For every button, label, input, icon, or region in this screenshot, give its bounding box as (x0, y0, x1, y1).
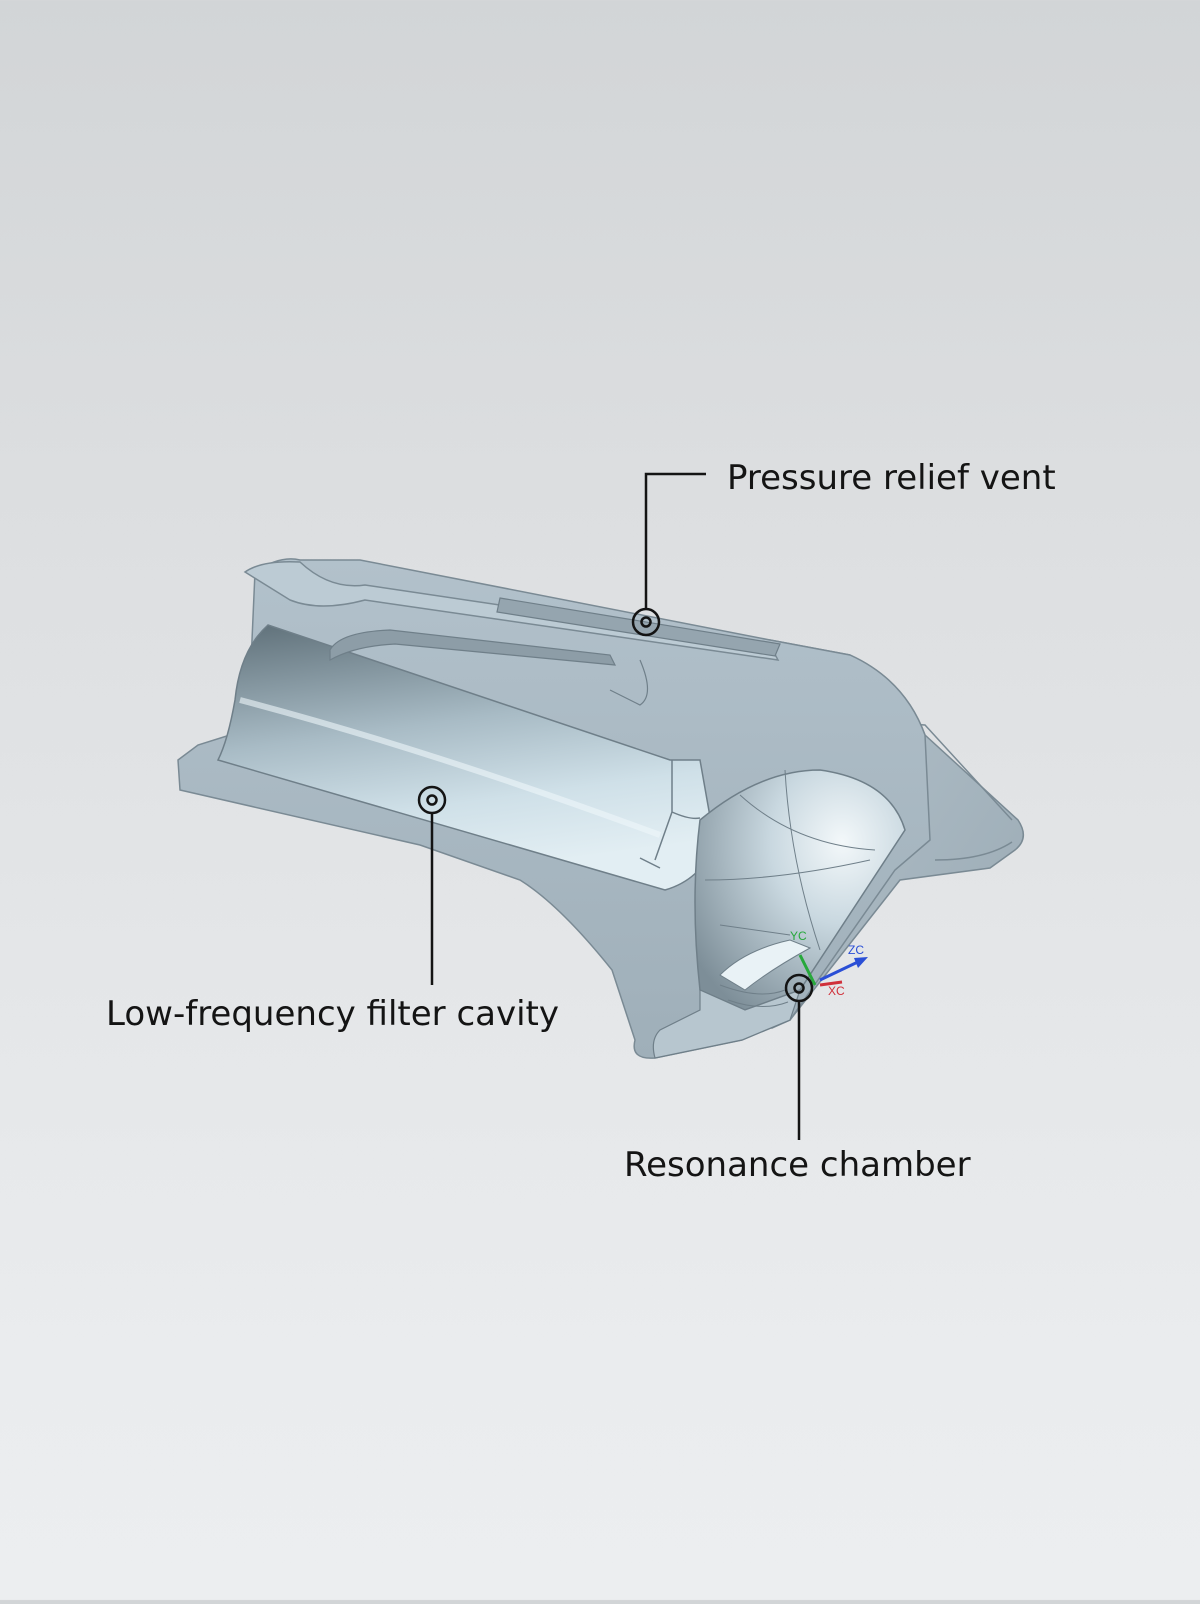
axis-y-label: YC (790, 929, 807, 943)
callout-filter-cavity: Low-frequency filter cavity (106, 785, 559, 1034)
label-pressure-relief-vent: Pressure relief vent (727, 458, 1056, 498)
label-low-frequency-filter-cavity: Low-frequency filter cavity (106, 994, 559, 1034)
housing-part (177, 558, 1024, 1059)
axis-z-line (819, 958, 863, 982)
callout-marker-inner-resonance (793, 982, 805, 994)
callout-pressure-relief-vent: Pressure relief vent (631, 458, 1056, 637)
axis-y-line (798, 954, 817, 986)
label-resonance-chamber: Resonance chamber (624, 1145, 971, 1185)
bore-highlight (239, 697, 662, 838)
chamber-inner-rim (719, 939, 812, 991)
leader-line-pressure (644, 472, 706, 608)
chamber-groove (719, 984, 789, 1007)
axis-z-label: ZC (848, 943, 864, 957)
chamber-dome-lines (704, 769, 876, 951)
bore-step-edge (639, 760, 701, 869)
callout-marker-outer-pressure (631, 607, 661, 637)
vent-slot-upper (496, 597, 781, 657)
callout-resonance-chamber: Resonance chamber (624, 973, 971, 1185)
callout-marker-inner-filter (426, 794, 438, 806)
axis-x-line (819, 980, 843, 987)
vent-curve-edge (609, 659, 649, 706)
vent-slot-lower (329, 629, 617, 666)
axis-z-arrow (854, 957, 868, 968)
coordinate-triad: ZC YC XC (790, 929, 868, 998)
resonance-chamber-opening (694, 769, 906, 1011)
callout-marker-inner-pressure (640, 616, 652, 628)
axis-x-label: XC (828, 984, 845, 998)
